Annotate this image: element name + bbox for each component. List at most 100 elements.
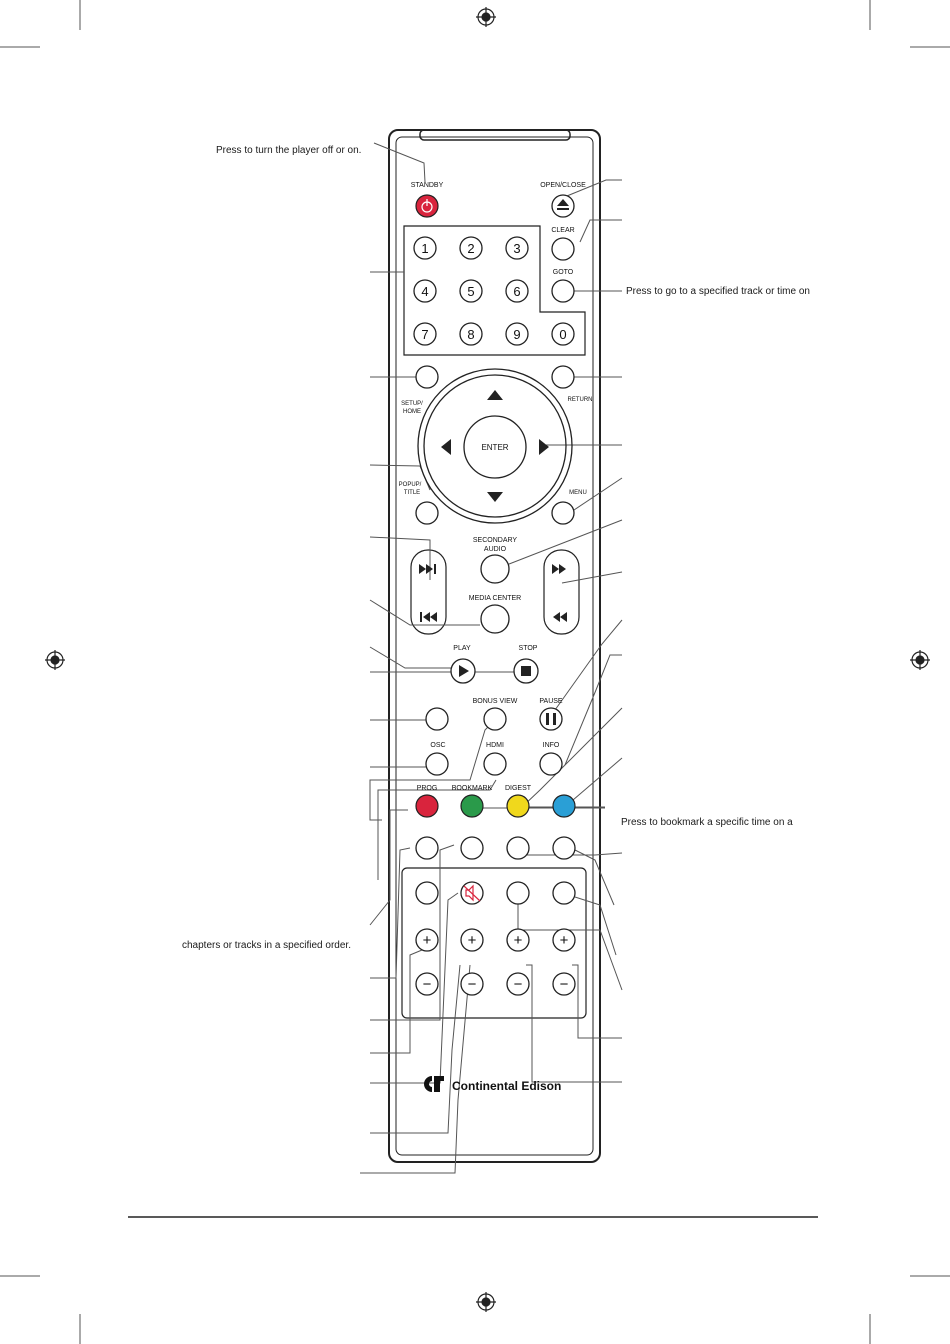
minus-label: −: [423, 976, 432, 993]
digit-label: 0: [559, 327, 566, 342]
setup-home-button[interactable]: [415, 365, 439, 389]
standby-annotation: Press to turn the player off or on.: [216, 145, 362, 156]
secondary-audio-button[interactable]: [480, 554, 510, 584]
registration-mark-left: [45, 650, 65, 670]
pause-button[interactable]: [539, 707, 563, 731]
blank-button[interactable]: [425, 707, 449, 731]
digit-key-3[interactable]: [505, 236, 529, 260]
enter-button[interactable]: [463, 415, 527, 479]
enter-label: ENTER: [481, 443, 508, 452]
plus-label: +: [514, 932, 523, 949]
minus-button-2[interactable]: [460, 972, 484, 996]
plus-button-4[interactable]: [552, 928, 576, 952]
row-button-4[interactable]: [552, 836, 576, 860]
row-button-2[interactable]: [460, 836, 484, 860]
digit-key-6[interactable]: [505, 279, 529, 303]
minus-button-1[interactable]: [415, 972, 439, 996]
bonus-view-button[interactable]: [483, 707, 507, 731]
prog-red-button[interactable]: [415, 794, 439, 818]
clear-button[interactable]: [551, 237, 575, 261]
row-button-1[interactable]: [415, 836, 439, 860]
plus-button-1[interactable]: [415, 928, 439, 952]
rewind-icon[interactable]: [553, 612, 567, 622]
bookmark-annotation: Press to bookmark a specific time on a: [621, 817, 793, 828]
hdmi-label: HDMI: [486, 742, 504, 749]
up-arrow-icon[interactable]: [487, 390, 503, 400]
menu-button[interactable]: [551, 501, 575, 525]
digit-label: 9: [513, 327, 520, 342]
digit-keys: [413, 236, 575, 346]
minus-button-4[interactable]: [552, 972, 576, 996]
row-button-5[interactable]: [415, 881, 439, 905]
down-arrow-icon[interactable]: [487, 492, 503, 502]
digit-key-0[interactable]: [551, 322, 575, 346]
digit-label: 7: [421, 327, 428, 342]
skip-previous-icon[interactable]: [420, 612, 437, 622]
minus-button-3[interactable]: [506, 972, 530, 996]
standby-label: STANDBY: [411, 182, 444, 189]
digit-label: 8: [467, 327, 474, 342]
blue-button[interactable]: [552, 794, 576, 818]
right-arrow-icon[interactable]: [539, 439, 549, 455]
digit-key-9[interactable]: [505, 322, 529, 346]
digit-key-4[interactable]: [413, 279, 437, 303]
brand-logo-icon: [424, 1076, 444, 1092]
plus-button-2[interactable]: [460, 928, 484, 952]
goto-button[interactable]: [551, 279, 575, 303]
osc-button[interactable]: [425, 752, 449, 776]
stop-label: STOP: [519, 645, 538, 652]
eject-button[interactable]: [551, 194, 575, 218]
digit-key-7[interactable]: [413, 322, 437, 346]
row-button-7[interactable]: [552, 881, 576, 905]
skip-next-icon[interactable]: [419, 564, 436, 574]
bookmark-green-button[interactable]: [460, 794, 484, 818]
return-button[interactable]: [551, 365, 575, 389]
hdmi-button[interactable]: [483, 752, 507, 776]
digit-label: 6: [513, 284, 520, 299]
digit-label: 3: [513, 241, 520, 256]
standby-button[interactable]: [415, 194, 439, 218]
goto-annotation: Press to go to a specified track or time…: [626, 286, 810, 297]
prog-annotation: chapters or tracks in a specified order.: [182, 940, 351, 951]
digit-key-2[interactable]: [459, 236, 483, 260]
info-button[interactable]: [539, 752, 563, 776]
osc-label: OSC: [430, 742, 445, 749]
play-icon: [459, 665, 469, 677]
digit-label: 5: [467, 284, 474, 299]
open-close-label: OPEN/CLOSE: [540, 182, 586, 189]
fast-forward-icon[interactable]: [552, 564, 566, 574]
plus-button-3[interactable]: [506, 928, 530, 952]
mute-icon: [463, 884, 481, 902]
stop-icon: [521, 666, 531, 676]
row-button-3[interactable]: [506, 836, 530, 860]
info-label: INFO: [543, 742, 560, 749]
secondary-audio-label-2: AUDIO: [484, 546, 507, 553]
digit-key-5[interactable]: [459, 279, 483, 303]
bookmark-label: BOOKMARK: [452, 785, 493, 792]
nav-ring: [417, 368, 573, 524]
bonus-view-label: BONUS VIEW: [473, 698, 518, 705]
menu-label: MENU: [569, 490, 587, 496]
digit-label: 4: [421, 284, 428, 299]
minus-label: −: [514, 976, 523, 993]
setup-home-label-1: SETUP/: [401, 401, 423, 407]
brand-name: Continental Edison: [452, 1079, 561, 1093]
leader-lines: [360, 142, 623, 1174]
digest-yellow-button[interactable]: [506, 794, 530, 818]
minus-label: −: [468, 976, 477, 993]
digit-key-1[interactable]: [413, 236, 437, 260]
popup-title-button[interactable]: [415, 501, 439, 525]
plus-label: +: [560, 932, 569, 949]
registration-mark-top: [476, 7, 496, 27]
row-button-6[interactable]: [506, 881, 530, 905]
play-label: PLAY: [453, 645, 471, 652]
digit-key-8[interactable]: [459, 322, 483, 346]
popup-title-label-2: TITLE: [404, 490, 420, 496]
return-label: RETURN: [568, 397, 593, 403]
left-arrow-icon[interactable]: [441, 439, 451, 455]
media-center-button[interactable]: [480, 604, 510, 634]
clear-label: CLEAR: [551, 227, 574, 234]
goto-label: GOTO: [553, 269, 574, 276]
